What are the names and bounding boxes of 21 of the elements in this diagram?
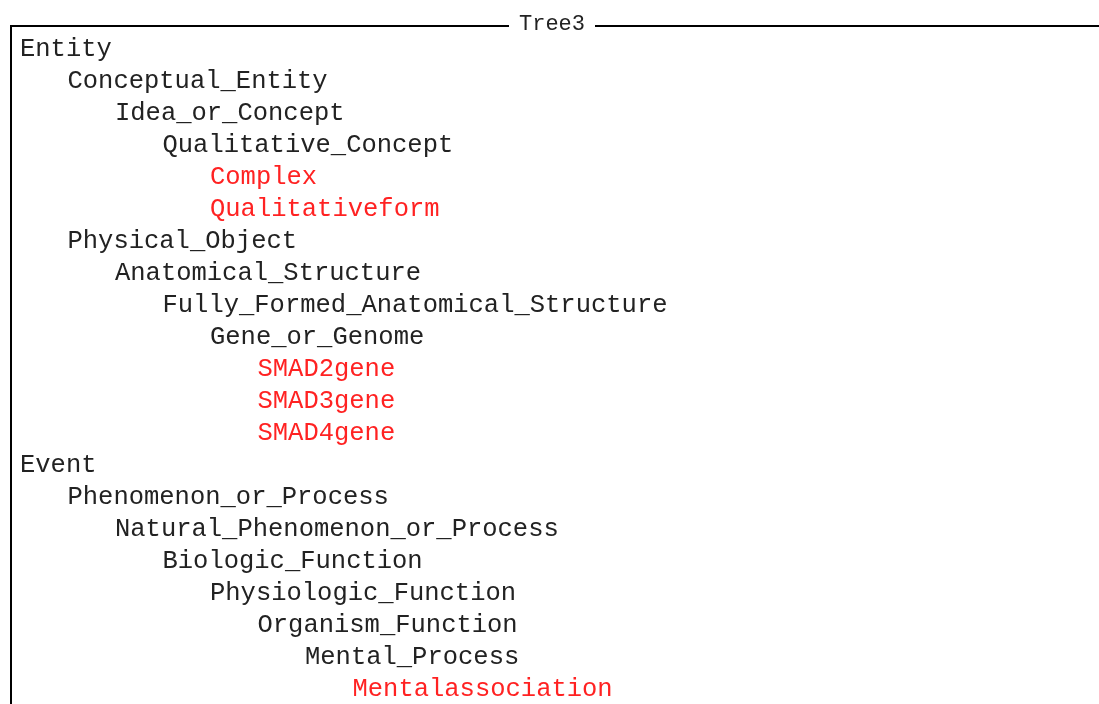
tree-item: Gene_or_Genome [210, 323, 425, 353]
tree-item: Phenomenon_or_Process [67, 483, 389, 513]
tree-item: Physiologic_Function [210, 579, 517, 609]
tree-item: Organism_Function [257, 611, 518, 641]
tree-item: Fully_Formed_Anatomical_Structure [162, 291, 668, 321]
tree-item: Qualitative_Concept [162, 131, 454, 161]
highlighted-tree-item: Complex [210, 163, 318, 193]
tree-item: Mental_Process [305, 643, 520, 673]
tree-item: Entity [20, 35, 112, 65]
highlighted-tree-item: Qualitativeform [210, 195, 440, 225]
highlighted-tree-item: SMAD4gene [257, 419, 396, 449]
highlighted-tree-item: SMAD3gene [257, 387, 396, 417]
highlighted-tree-item: Mentalassociation [352, 675, 613, 704]
tree-item: Natural_Phenomenon_or_Process [115, 515, 559, 545]
tree-item: Event [20, 451, 97, 481]
tree-item: Biologic_Function [162, 547, 423, 577]
tree-item: Conceptual_Entity [67, 67, 328, 97]
tree-item: Idea_or_Concept [115, 99, 345, 129]
tree-item: Anatomical_Structure [115, 259, 422, 289]
highlighted-tree-item: SMAD2gene [257, 355, 396, 385]
tree-item: Physical_Object [67, 227, 298, 257]
